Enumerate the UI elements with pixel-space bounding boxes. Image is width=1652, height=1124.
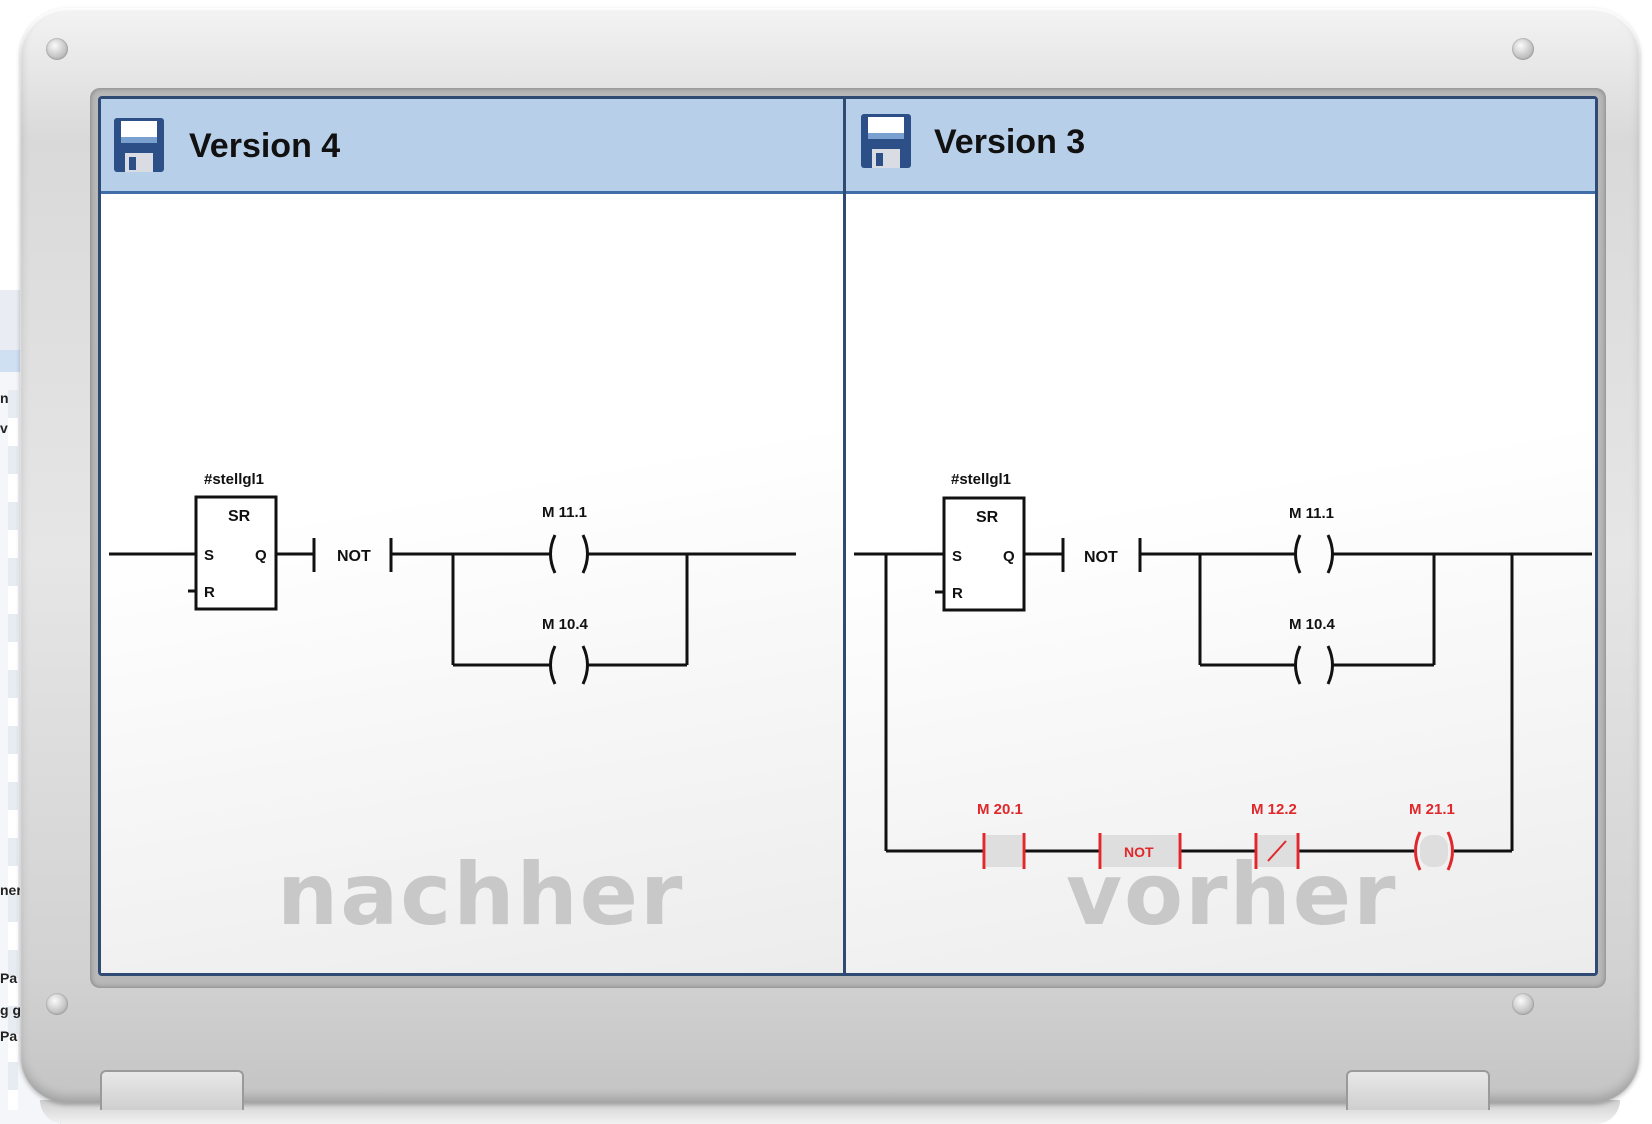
watermark-vorher: vorher xyxy=(1066,845,1398,945)
panel-title: Version 4 xyxy=(189,127,341,165)
coil-m11-1-label: M 11.1 xyxy=(1289,505,1334,522)
pin-r-label: R xyxy=(204,584,215,601)
pin-r-label: R xyxy=(952,585,963,602)
screw-icon xyxy=(46,993,68,1015)
screw-icon xyxy=(1512,993,1534,1015)
background-text: Pa xyxy=(0,970,18,986)
pin-s-label: S xyxy=(952,548,962,565)
block-type-label: SR xyxy=(976,509,999,526)
panel-title: Version 3 xyxy=(934,123,1086,161)
added-contact-m20-1-label: M 20.1 xyxy=(977,801,1023,818)
floppy-disk-icon xyxy=(114,118,164,172)
coil-m10-4-label: M 10.4 xyxy=(542,616,589,633)
background-text: n xyxy=(0,390,9,406)
not-label: NOT xyxy=(337,548,371,565)
panel-version-4: Version 4 xyxy=(101,99,846,973)
screw-icon xyxy=(1512,38,1534,60)
pin-s-label: S xyxy=(204,547,214,564)
floppy-disk-icon xyxy=(861,114,911,168)
not-label: NOT xyxy=(1084,549,1118,566)
background-window-list xyxy=(8,390,18,1110)
pin-q-label: Q xyxy=(255,547,267,564)
comparison-screen: Version 4 xyxy=(98,96,1598,976)
coil-m11-1-label: M 11.1 xyxy=(542,504,587,521)
laptop-foot xyxy=(1346,1070,1490,1110)
background-text: v xyxy=(0,420,8,436)
coil-m10-4-label: M 10.4 xyxy=(1289,616,1336,633)
background-text: g gi xyxy=(0,1002,25,1018)
added-not-label: NOT xyxy=(1124,844,1154,860)
ladder-diagram-version-4: #stellgl1 SR S Q R NOT M 11.1 M 10.4 xyxy=(109,471,796,685)
panel-header: Version 3 xyxy=(846,99,1595,194)
block-name-label: #stellgl1 xyxy=(204,471,264,488)
pin-q-label: Q xyxy=(1003,548,1015,565)
added-coil-m21-1-label: M 21.1 xyxy=(1409,801,1455,818)
block-type-label: SR xyxy=(228,508,251,525)
ladder-diagram-version-3: #stellgl1 SR S Q R NOT M 11.1 M 10.4 M 2… xyxy=(854,471,1592,871)
panel-header: Version 4 xyxy=(101,99,843,194)
background-text: Pa xyxy=(0,1028,18,1044)
added-contact-m12-2-label: M 12.2 xyxy=(1251,801,1297,818)
panel-version-3: Version 3 xyxy=(846,99,1595,973)
background-text: ner xyxy=(0,882,22,898)
block-name-label: #stellgl1 xyxy=(951,471,1011,488)
watermark-nachher: nachher xyxy=(277,845,685,945)
laptop-foot xyxy=(100,1070,244,1110)
laptop-frame: Version 4 xyxy=(20,8,1640,1110)
screw-icon xyxy=(46,38,68,60)
